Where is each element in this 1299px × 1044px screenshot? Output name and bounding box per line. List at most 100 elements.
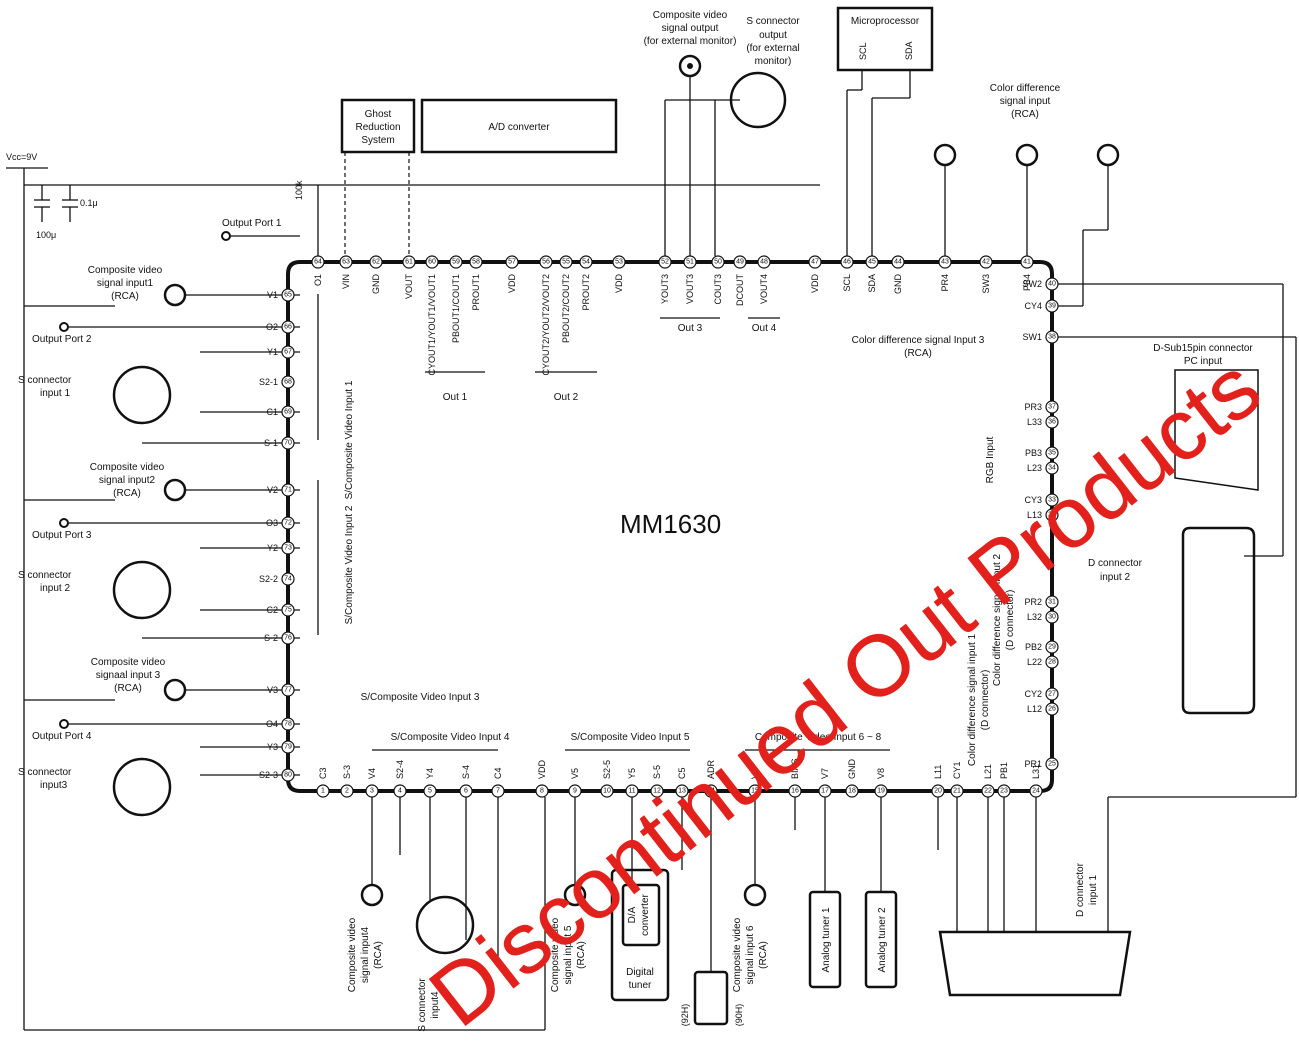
svg-text:S connector: S connector bbox=[18, 375, 72, 386]
svg-text:(RCA): (RCA) bbox=[1011, 109, 1039, 120]
svg-text:Output Port 2: Output Port 2 bbox=[32, 334, 92, 345]
svg-text:7: 7 bbox=[496, 788, 500, 795]
svg-text:Composite video: Composite video bbox=[550, 917, 561, 992]
svg-text:signaal input 3: signaal input 3 bbox=[96, 670, 161, 681]
svg-text:S connector: S connector bbox=[18, 767, 72, 778]
svg-text:input4: input4 bbox=[430, 991, 441, 1019]
pin-label-54: PROUT2 bbox=[581, 274, 591, 311]
svg-text:23: 23 bbox=[1000, 788, 1008, 795]
pin-label-70: S-1 bbox=[264, 438, 278, 448]
pin-64: 64 bbox=[311, 255, 325, 269]
pin-label-68: S2-1 bbox=[259, 377, 278, 387]
pin-5: 5 bbox=[423, 784, 437, 798]
svg-text:40: 40 bbox=[1048, 281, 1056, 288]
svg-text:Ghost: Ghost bbox=[365, 109, 392, 120]
svg-text:(92H): (92H) bbox=[680, 1004, 690, 1027]
svg-text:S connector: S connector bbox=[18, 570, 72, 581]
pin-label-57: VDD bbox=[507, 274, 517, 294]
pin-24: 24 bbox=[1029, 784, 1043, 798]
pin-label-55: PBOUT2/COUT2 bbox=[561, 274, 571, 343]
svg-text:26: 26 bbox=[1048, 706, 1056, 713]
svg-text:S/Composite Video Input 4: S/Composite Video Input 4 bbox=[391, 732, 510, 743]
pin-35: 35 bbox=[1045, 446, 1059, 460]
svg-text:25: 25 bbox=[1048, 761, 1056, 768]
svg-text:31: 31 bbox=[1048, 599, 1056, 606]
svg-text:(90H): (90H) bbox=[734, 1004, 744, 1027]
pin-15: 15 bbox=[748, 784, 762, 798]
d-connector-1 bbox=[938, 336, 1297, 997]
svg-text:input 2: input 2 bbox=[40, 583, 70, 594]
svg-text:44: 44 bbox=[894, 259, 902, 266]
svg-text:15: 15 bbox=[751, 788, 759, 795]
svg-text:(RCA): (RCA) bbox=[373, 941, 384, 969]
pin-label-10: S2-5 bbox=[602, 760, 612, 779]
pin-18: 18 bbox=[845, 784, 859, 798]
pin-label-6: S-4 bbox=[461, 765, 471, 779]
svg-text:input 1: input 1 bbox=[1088, 875, 1099, 905]
svg-text:Analog tuner 1: Analog tuner 1 bbox=[821, 907, 832, 972]
pin-label-25: PR1 bbox=[1024, 759, 1042, 769]
pin-9: 9 bbox=[568, 784, 582, 798]
svg-text:signal output: signal output bbox=[662, 23, 719, 34]
pin-77: 77 bbox=[281, 683, 295, 697]
pin-label-51: VOUT3 bbox=[685, 274, 695, 304]
pin-label-34: L23 bbox=[1027, 463, 1042, 473]
svg-text:(RCA): (RCA) bbox=[113, 488, 141, 499]
pin-41: 41 bbox=[1020, 255, 1034, 269]
pin-72: 72 bbox=[281, 516, 295, 530]
pin-57: 57 bbox=[505, 255, 519, 269]
pin-label-26: L12 bbox=[1027, 704, 1042, 714]
svg-text:monitor): monitor) bbox=[755, 56, 792, 67]
pin-label-23: PB1 bbox=[999, 762, 1009, 779]
pin-label-66: O2 bbox=[266, 322, 278, 332]
pin-7: 7 bbox=[491, 784, 505, 798]
pin-78: 78 bbox=[281, 717, 295, 731]
pin-20: 20 bbox=[931, 784, 945, 798]
svg-text:79: 79 bbox=[284, 744, 292, 751]
pin-70: 70 bbox=[281, 436, 295, 450]
svg-text:Reduction: Reduction bbox=[355, 122, 400, 133]
svg-text:6: 6 bbox=[464, 788, 468, 795]
svg-text:56: 56 bbox=[542, 259, 550, 266]
svg-text:Color difference signal input: Color difference signal input 2 bbox=[992, 554, 1003, 687]
svg-text:input 2: input 2 bbox=[1100, 572, 1130, 583]
svg-text:5: 5 bbox=[428, 788, 432, 795]
pin-29: 29 bbox=[1045, 640, 1059, 654]
pin-10: 10 bbox=[600, 784, 614, 798]
pin-27: 27 bbox=[1045, 687, 1059, 701]
vcc-rail: Vcc=9V bbox=[6, 152, 820, 1031]
pin-34: 34 bbox=[1045, 461, 1059, 475]
analog-tuner-2 bbox=[864, 890, 898, 989]
svg-text:72: 72 bbox=[284, 520, 292, 527]
pin-71: 71 bbox=[281, 483, 295, 497]
pin-label-24: L31 bbox=[1031, 764, 1041, 779]
pin-label-46: SCL bbox=[842, 274, 852, 292]
svg-text:73: 73 bbox=[284, 545, 292, 552]
svg-text:output: output bbox=[759, 30, 787, 41]
pin-label-37: PR3 bbox=[1024, 402, 1042, 412]
pin-label-8: VDD bbox=[537, 759, 547, 779]
svg-text:Microprocessor: Microprocessor bbox=[851, 16, 920, 27]
pin-label-38: SW1 bbox=[1022, 332, 1042, 342]
svg-text:S connector: S connector bbox=[746, 16, 800, 27]
pin-label-13: C5 bbox=[677, 767, 687, 779]
watermark-text: Discontinued Out Products bbox=[413, 340, 1278, 1039]
pin-label-58: PROUT1 bbox=[471, 274, 481, 311]
right-group-labels: RGB Input Color difference signal input … bbox=[967, 343, 1253, 917]
pin-label-48: VOUT4 bbox=[759, 274, 769, 304]
pin-39: 39 bbox=[1045, 299, 1059, 313]
pin-61: 61 bbox=[402, 255, 416, 269]
pin-22: 22 bbox=[981, 784, 995, 798]
pin-60: 60 bbox=[425, 255, 439, 269]
pin-label-20: L11 bbox=[933, 765, 943, 779]
pin-label-5: Y4 bbox=[425, 768, 435, 779]
pin-44: 44 bbox=[891, 255, 905, 269]
pin-label-63: VIN bbox=[341, 274, 351, 289]
svg-text:58: 58 bbox=[472, 259, 480, 266]
pin-36: 36 bbox=[1045, 415, 1059, 429]
pin-label-11: Y5 bbox=[627, 768, 637, 779]
pin-80: 80 bbox=[281, 768, 295, 782]
svg-text:76: 76 bbox=[284, 635, 292, 642]
pin-45: 45 bbox=[865, 255, 879, 269]
svg-text:16: 16 bbox=[791, 788, 799, 795]
